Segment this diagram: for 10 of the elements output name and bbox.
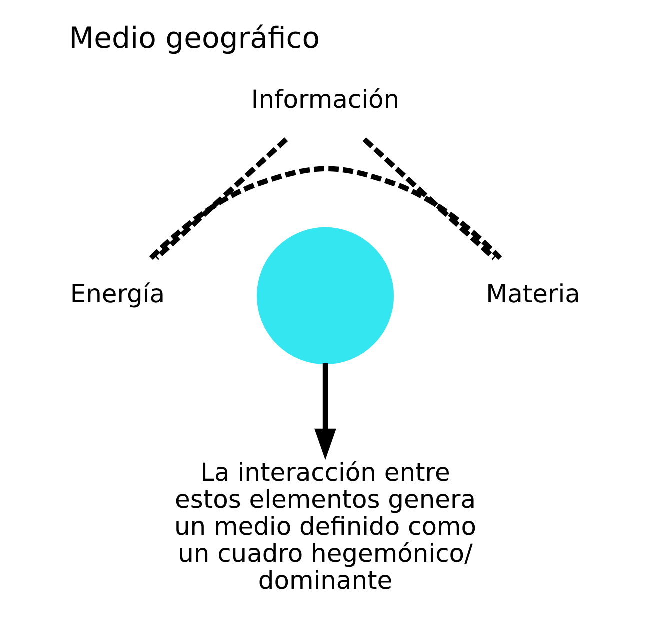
node-text: Energía (70, 279, 166, 308)
connector (362, 138, 496, 260)
node-text: Información (251, 85, 400, 114)
node-text: La interacción entre estos elementos genera un medio definido como un cuadro hegemónico/ dominante (174, 458, 477, 596)
diagram-title: Medio geográfico (69, 21, 320, 56)
node-text: Materia (486, 279, 580, 308)
connector (149, 166, 502, 260)
arrow (314, 364, 336, 460)
connector (154, 138, 288, 260)
node-circle (256, 227, 394, 365)
